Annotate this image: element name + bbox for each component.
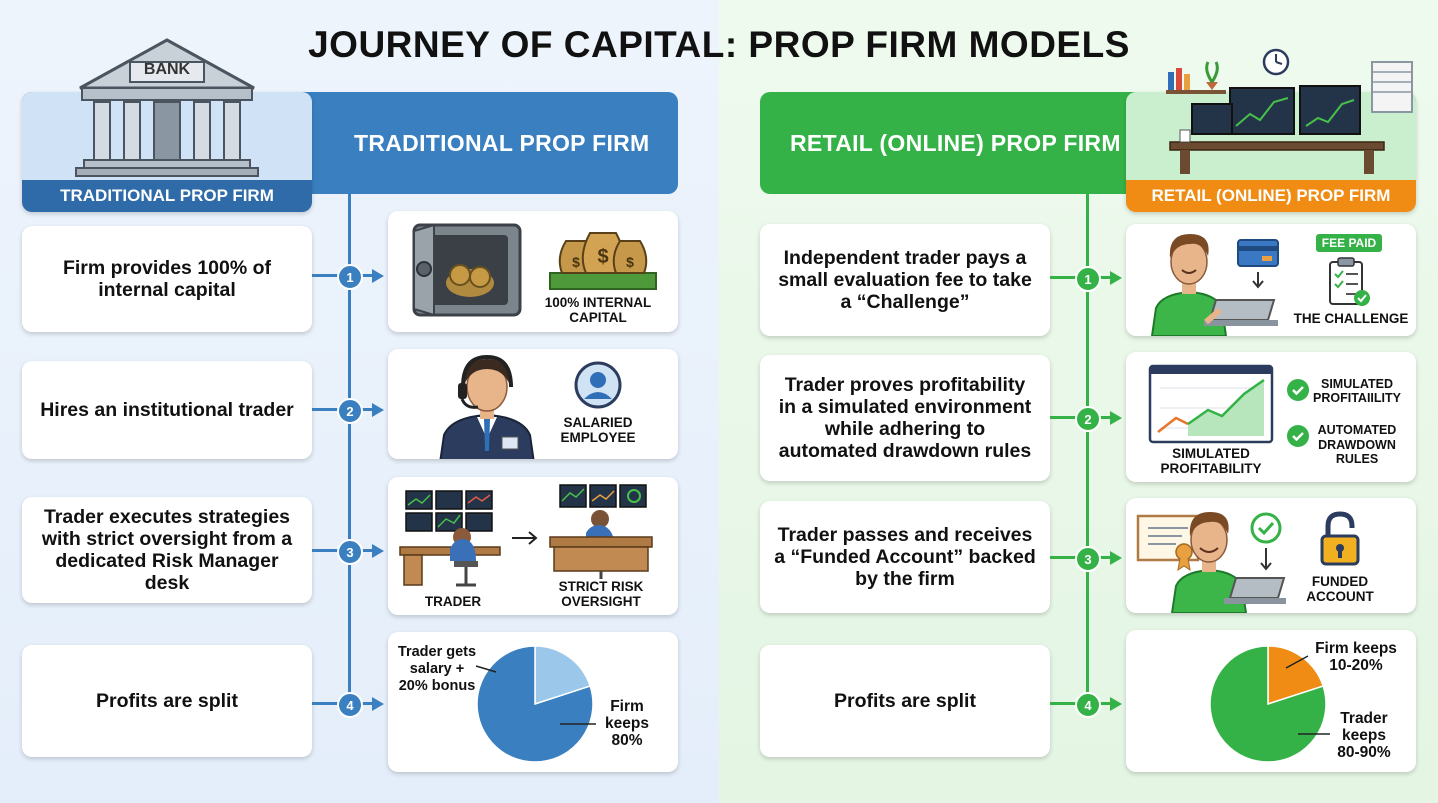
retail-step-4: Profits are split xyxy=(760,645,1050,757)
retail-badge-3: 3 xyxy=(1075,546,1101,572)
funded-caption: FUNDED ACCOUNT xyxy=(1306,574,1374,604)
arrow-right-icon xyxy=(1110,551,1122,565)
traditional-bank-card: BANK TRADITIONAL PROP FIRM xyxy=(22,38,312,212)
traditional-card-label: TRADITIONAL PROP FIRM xyxy=(22,180,312,212)
retail-badge-2: 2 xyxy=(1075,406,1101,432)
traditional-pie-label-trader: Trader gets salary + 20% bonus xyxy=(397,644,477,694)
retail-pie-label-firm: Firm keeps 10-20% xyxy=(1315,640,1397,674)
traditional-timeline xyxy=(348,194,351,706)
traditional-badge-2: 2 xyxy=(337,398,363,424)
pie-slice-firm xyxy=(476,645,594,763)
retail-challenge-card: FEE PAID THE CHALLENGE xyxy=(1126,224,1416,336)
simulated-check-caption: SIMULATED PROFITAIILITY xyxy=(1313,377,1401,405)
retail-timeline xyxy=(1086,194,1089,706)
traditional-pie-chart xyxy=(475,645,596,763)
employee-caption: SALARIED EMPLOYEE xyxy=(560,415,636,445)
retail-badge-4: 4 xyxy=(1075,692,1101,718)
traditional-profit-card: Trader gets salary + 20% bonus Firm keep… xyxy=(388,632,678,772)
retail-step-3: Trader passes and receives a “Funded Acc… xyxy=(760,501,1050,613)
retail-pie-label-trader: Trader keeps 80-90% xyxy=(1337,710,1391,761)
trader-caption: TRADER xyxy=(424,594,482,609)
traditional-step-1: Firm provides 100% of internal capital xyxy=(22,226,312,332)
traditional-capital-card: $ $ $ 100% INTERNAL CAPITAL xyxy=(388,211,678,332)
laptop-trader-icon xyxy=(1150,234,1279,336)
retail-card-label: RETAIL (ONLINE) PROP FIRM xyxy=(1126,180,1416,212)
money-bags-icon: $ $ $ xyxy=(549,232,657,290)
traditional-badge-3: 3 xyxy=(337,539,363,565)
retail-step-1: Independent trader pays a small evaluati… xyxy=(760,224,1050,336)
capital-caption: 100% INTERNAL CAPITAL xyxy=(544,295,652,325)
padlock-open-icon xyxy=(1320,511,1360,566)
trading-desk-icon xyxy=(399,490,501,587)
vault-icon xyxy=(412,223,522,317)
oversight-caption: STRICT RISK OVERSIGHT xyxy=(558,579,644,609)
user-circle-icon xyxy=(574,361,622,409)
pie-leader-line-1 xyxy=(475,665,497,673)
traditional-badge-1: 1 xyxy=(337,264,363,290)
simulated-chart-caption: SIMULATED PROFITABILITY xyxy=(1160,446,1262,476)
laptop-trader-icon xyxy=(1170,512,1286,613)
traditional-badge-4: 4 xyxy=(337,692,363,718)
traditional-oversight-card: TRADER STRICT RISK OVERSIGHT xyxy=(388,477,678,615)
traditional-step-4: Profits are split xyxy=(22,645,312,757)
retail-step-2: Trader proves profitability in a simulat… xyxy=(760,355,1050,481)
bank-icon xyxy=(75,38,259,177)
svg-text:$: $ xyxy=(597,246,608,268)
retail-profit-card: Firm keeps 10-20% Trader keeps 80-90% xyxy=(1126,630,1416,772)
fee-paid-badge: FEE PAID xyxy=(1316,234,1382,252)
arrow-right-icon xyxy=(372,544,384,558)
retail-simulated-card: SIMULATED PROFITABILITY SIMULATED PROFIT… xyxy=(1126,352,1416,482)
traditional-step-2: Hires an institutional trader xyxy=(22,361,312,459)
trading-desk-icon xyxy=(549,484,653,579)
arrow-right-icon xyxy=(1110,697,1122,711)
clipboard-check-icon xyxy=(1329,257,1370,306)
retail-header-text: RETAIL (ONLINE) PROP FIRM xyxy=(790,129,1121,156)
headset-trader-icon xyxy=(439,354,535,459)
traditional-header-text: TRADITIONAL PROP FIRM xyxy=(354,129,650,156)
arrow-right-icon xyxy=(1110,411,1122,425)
retail-office-card: RETAIL (ONLINE) PROP FIRM xyxy=(1126,48,1416,212)
arrow-right-icon xyxy=(1110,271,1122,285)
challenge-caption: THE CHALLENGE xyxy=(1293,311,1409,326)
pie-slice-trader xyxy=(1209,645,1327,763)
pie-slice-firm xyxy=(1267,645,1325,706)
retail-pie-chart xyxy=(1209,645,1330,763)
svg-text:$: $ xyxy=(626,254,634,270)
home-office-icon xyxy=(1166,48,1413,174)
check-circle-icon xyxy=(1287,379,1309,401)
pie-leader-line-1 xyxy=(1285,655,1309,669)
svg-text:$: $ xyxy=(572,254,580,270)
page-title: JOURNEY OF CAPITAL: PROP FIRM MODELS xyxy=(308,24,1130,65)
retail-badge-1: 1 xyxy=(1075,266,1101,292)
pie-slice-trader xyxy=(534,645,592,706)
traditional-step-3: Trader executes strategies with strict o… xyxy=(22,497,312,603)
retail-funded-card: FUNDED ACCOUNT xyxy=(1126,498,1416,613)
check-circle-icon xyxy=(1287,425,1309,447)
arrow-right-icon xyxy=(372,403,384,417)
arrow-right-icon xyxy=(512,531,538,545)
certificate-icon xyxy=(1136,514,1200,572)
traditional-pie-label-firm: Firm keeps 80% xyxy=(605,698,649,749)
line-chart-icon xyxy=(1148,364,1274,444)
traditional-employee-card: SALARIED EMPLOYEE xyxy=(388,349,678,459)
arrow-right-icon xyxy=(372,269,384,283)
drawdown-check-caption: AUTOMATED DRAWDOWN RULES xyxy=(1317,423,1397,466)
bank-sign: BANK xyxy=(143,61,191,78)
arrow-right-icon xyxy=(372,697,384,711)
